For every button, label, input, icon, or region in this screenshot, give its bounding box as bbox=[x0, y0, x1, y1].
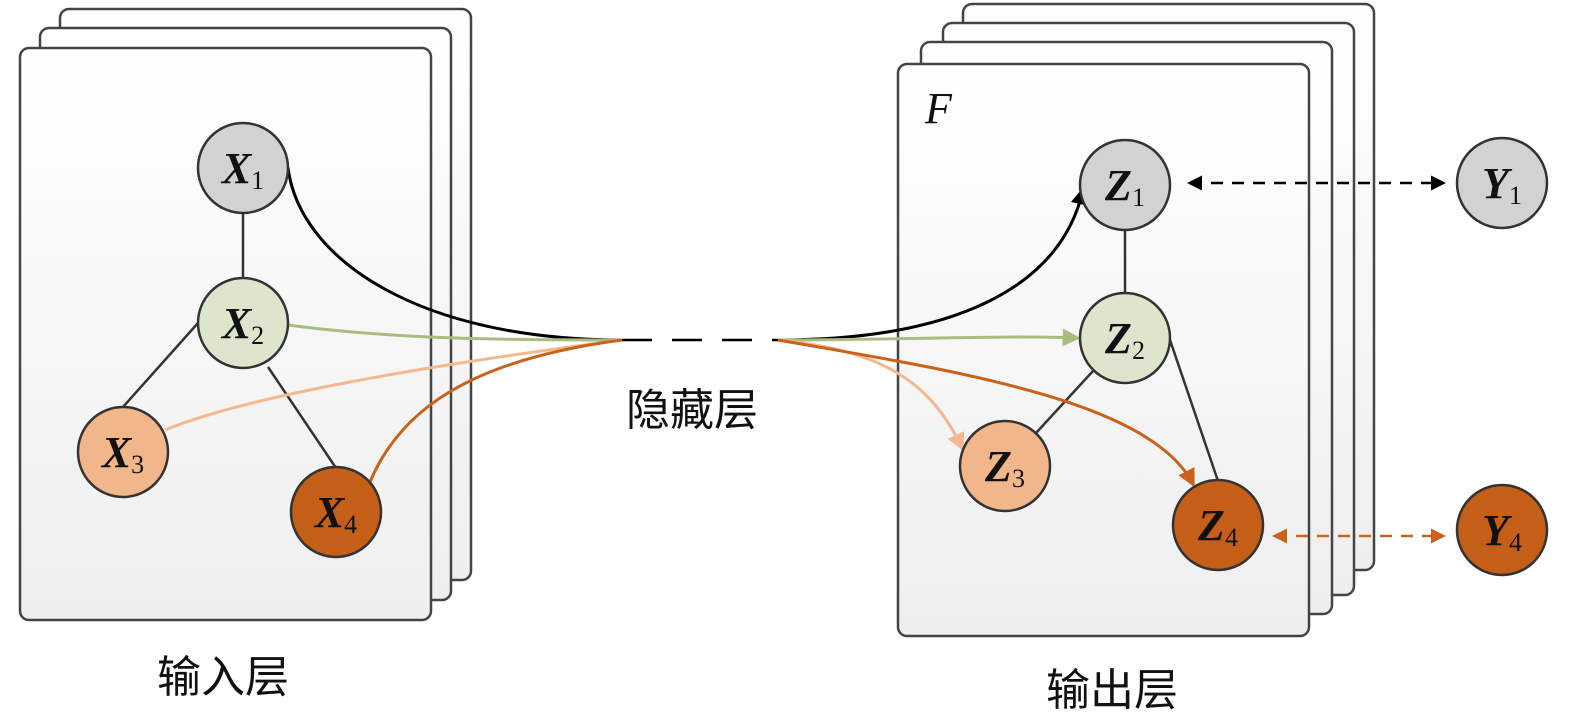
node-z2-label: Z2 bbox=[1104, 314, 1145, 365]
node-z1: Z1 bbox=[1078, 138, 1172, 232]
curve-hidden-z4 bbox=[777, 338, 1195, 488]
node-y4-circle bbox=[1455, 483, 1549, 577]
node-x1-circle bbox=[196, 121, 290, 215]
node-x3-label: X3 bbox=[100, 428, 144, 479]
node-x3: X3 bbox=[76, 405, 170, 499]
curve-hidden-z1 bbox=[777, 186, 1089, 342]
curve-x4-hidden bbox=[368, 338, 623, 483]
output-layer-label: 输出层 bbox=[1046, 665, 1178, 716]
node-z4-circle bbox=[1171, 478, 1265, 572]
decoder-curves bbox=[777, 186, 1195, 488]
node-x4: X4 bbox=[289, 465, 383, 559]
node-z3: Z3 bbox=[958, 419, 1052, 513]
node-y1-circle bbox=[1455, 136, 1549, 230]
hidden-layer-label: 隐藏层 bbox=[626, 385, 758, 436]
node-z2-circle bbox=[1078, 291, 1172, 385]
curve-x3-hidden bbox=[164, 338, 623, 432]
node-z1-label: Z1 bbox=[1104, 161, 1145, 212]
input-graph-edges bbox=[122, 213, 338, 469]
node-z4-label: Z4 bbox=[1197, 501, 1238, 552]
node-x2-circle bbox=[196, 276, 290, 370]
node-y4-label: Y4 bbox=[1482, 506, 1522, 557]
node-x1: X1 bbox=[196, 121, 290, 215]
curve-x2-hidden bbox=[287, 323, 623, 342]
node-z1-circle bbox=[1078, 138, 1172, 232]
node-x3-circle bbox=[76, 405, 170, 499]
node-z3-circle bbox=[958, 419, 1052, 513]
edge-x2-x4 bbox=[266, 366, 338, 469]
curve-hidden-z2 bbox=[777, 328, 1081, 347]
curve-x1-hidden bbox=[286, 167, 623, 342]
node-x4-circle bbox=[289, 465, 383, 559]
node-y1: Y1 bbox=[1455, 136, 1549, 230]
edge-x2-x3 bbox=[122, 322, 199, 408]
input-layer-label: 输入层 bbox=[157, 652, 289, 703]
node-z3-label: Z3 bbox=[984, 442, 1025, 493]
node-x2-label: X2 bbox=[220, 299, 264, 350]
node-y1-label: Y1 bbox=[1482, 159, 1522, 210]
encoder-curves bbox=[164, 167, 623, 483]
node-x2: X2 bbox=[196, 276, 290, 370]
node-x4-label: X4 bbox=[313, 488, 357, 539]
node-z2: Z2 bbox=[1078, 291, 1172, 385]
node-y4: Y4 bbox=[1455, 483, 1549, 577]
edge-z2-z4 bbox=[1168, 339, 1220, 482]
node-z4: Z4 bbox=[1171, 478, 1265, 572]
node-x1-label: X1 bbox=[220, 144, 264, 195]
function-label: F bbox=[924, 84, 953, 133]
